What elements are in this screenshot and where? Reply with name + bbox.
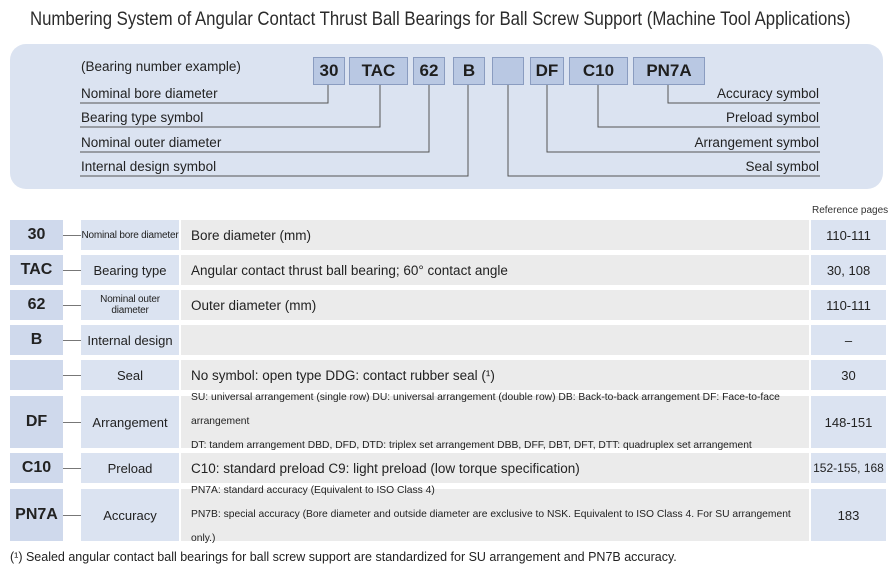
row-code xyxy=(10,360,63,390)
row-description: PN7A: standard accuracy (Equivalent to I… xyxy=(181,485,809,544)
row-connector xyxy=(63,489,81,541)
table-row: Seal No symbol: open type DDG: contact r… xyxy=(10,360,886,390)
row-reference: 183 xyxy=(811,489,886,541)
row-code: B xyxy=(10,325,63,355)
table-row: B Internal design – xyxy=(10,325,886,355)
row-code: 62 xyxy=(10,290,63,320)
row-connector xyxy=(63,360,81,390)
row-name: Seal xyxy=(81,360,179,390)
row-code: PN7A xyxy=(10,489,63,541)
row-connector xyxy=(63,290,81,320)
example-code-type: TAC xyxy=(349,57,408,85)
row-name: Accuracy xyxy=(81,489,179,541)
row-description: No symbol: open type DDG: contact rubber… xyxy=(181,360,809,390)
label-nominal-outer-diameter: Nominal outer diameter xyxy=(81,135,222,150)
example-code-design: B xyxy=(453,57,485,85)
row-reference: – xyxy=(811,325,886,355)
example-heading: (Bearing number example) xyxy=(81,59,241,74)
row-description: SU: universal arrangement (single row) D… xyxy=(181,392,809,451)
label-seal-symbol: Seal symbol xyxy=(745,159,819,174)
row-description-line: DT: tandem arrangement DBD, DFD, DTD: tr… xyxy=(191,440,752,451)
row-description-line: PN7A: standard accuracy (Equivalent to I… xyxy=(191,485,435,496)
row-connector xyxy=(63,396,81,448)
row-connector xyxy=(63,255,81,285)
table-row: 30 Nominal bore diameter Bore diameter (… xyxy=(10,220,886,250)
row-description: Bore diameter (mm) xyxy=(181,220,809,250)
reference-pages-header: Reference pages xyxy=(812,205,889,216)
label-preload-symbol: Preload symbol xyxy=(725,110,819,125)
row-name: Arrangement xyxy=(81,396,179,448)
row-code: 30 xyxy=(10,220,63,250)
table-row: 62 Nominal outer diameter Outer diameter… xyxy=(10,290,886,320)
row-connector xyxy=(63,220,81,250)
row-reference: 30 xyxy=(811,360,886,390)
row-code: TAC xyxy=(10,255,63,285)
row-name: Nominal bore diameter xyxy=(81,220,179,250)
row-reference: 110-111 xyxy=(811,290,886,320)
label-bearing-type-symbol: Bearing type symbol xyxy=(81,110,204,125)
example-code-outer: 62 xyxy=(413,57,445,85)
row-description xyxy=(181,325,809,355)
row-reference: 110-111 xyxy=(811,220,886,250)
row-reference: 152-155, 168 xyxy=(811,453,886,483)
page-title: Numbering System of Angular Contact Thru… xyxy=(30,8,851,30)
row-name: Internal design xyxy=(81,325,179,355)
table-row: TAC Bearing type Angular contact thrust … xyxy=(10,255,886,285)
row-reference: 30, 108 xyxy=(811,255,886,285)
row-name: Preload xyxy=(81,453,179,483)
row-description: Outer diameter (mm) xyxy=(181,290,809,320)
row-description-line: SU: universal arrangement (single row) D… xyxy=(191,392,780,427)
example-code-accuracy: PN7A xyxy=(633,57,705,85)
footnote: (¹) Sealed angular contact ball bearings… xyxy=(10,550,677,564)
label-accuracy-symbol: Accuracy symbol xyxy=(716,86,819,101)
row-connector xyxy=(63,453,81,483)
table-row: PN7A Accuracy PN7A: standard accuracy (E… xyxy=(10,485,886,544)
row-name: Bearing type xyxy=(81,255,179,285)
row-connector xyxy=(63,325,81,355)
example-code-seal xyxy=(492,57,524,85)
example-code-arrangement: DF xyxy=(530,57,564,85)
row-code: C10 xyxy=(10,453,63,483)
row-description: Angular contact thrust ball bearing; 60°… xyxy=(181,255,809,285)
label-internal-design-symbol: Internal design symbol xyxy=(81,159,217,174)
table-row: DF Arrangement SU: universal arrangement… xyxy=(10,392,886,451)
row-code: DF xyxy=(10,396,63,448)
example-code-bore: 30 xyxy=(313,57,345,85)
table-row: C10 Preload C10: standard preload C9: li… xyxy=(10,453,886,483)
row-reference: 148-151 xyxy=(811,396,886,448)
label-nominal-bore-diameter: Nominal bore diameter xyxy=(81,86,218,101)
row-description: C10: standard preload C9: light preload … xyxy=(181,453,809,483)
example-code-preload: C10 xyxy=(569,57,628,85)
label-arrangement-symbol: Arrangement symbol xyxy=(694,135,819,150)
row-name: Nominal outer diameter xyxy=(81,290,179,320)
row-description-line: PN7B: special accuracy (Bore diameter an… xyxy=(191,509,791,544)
